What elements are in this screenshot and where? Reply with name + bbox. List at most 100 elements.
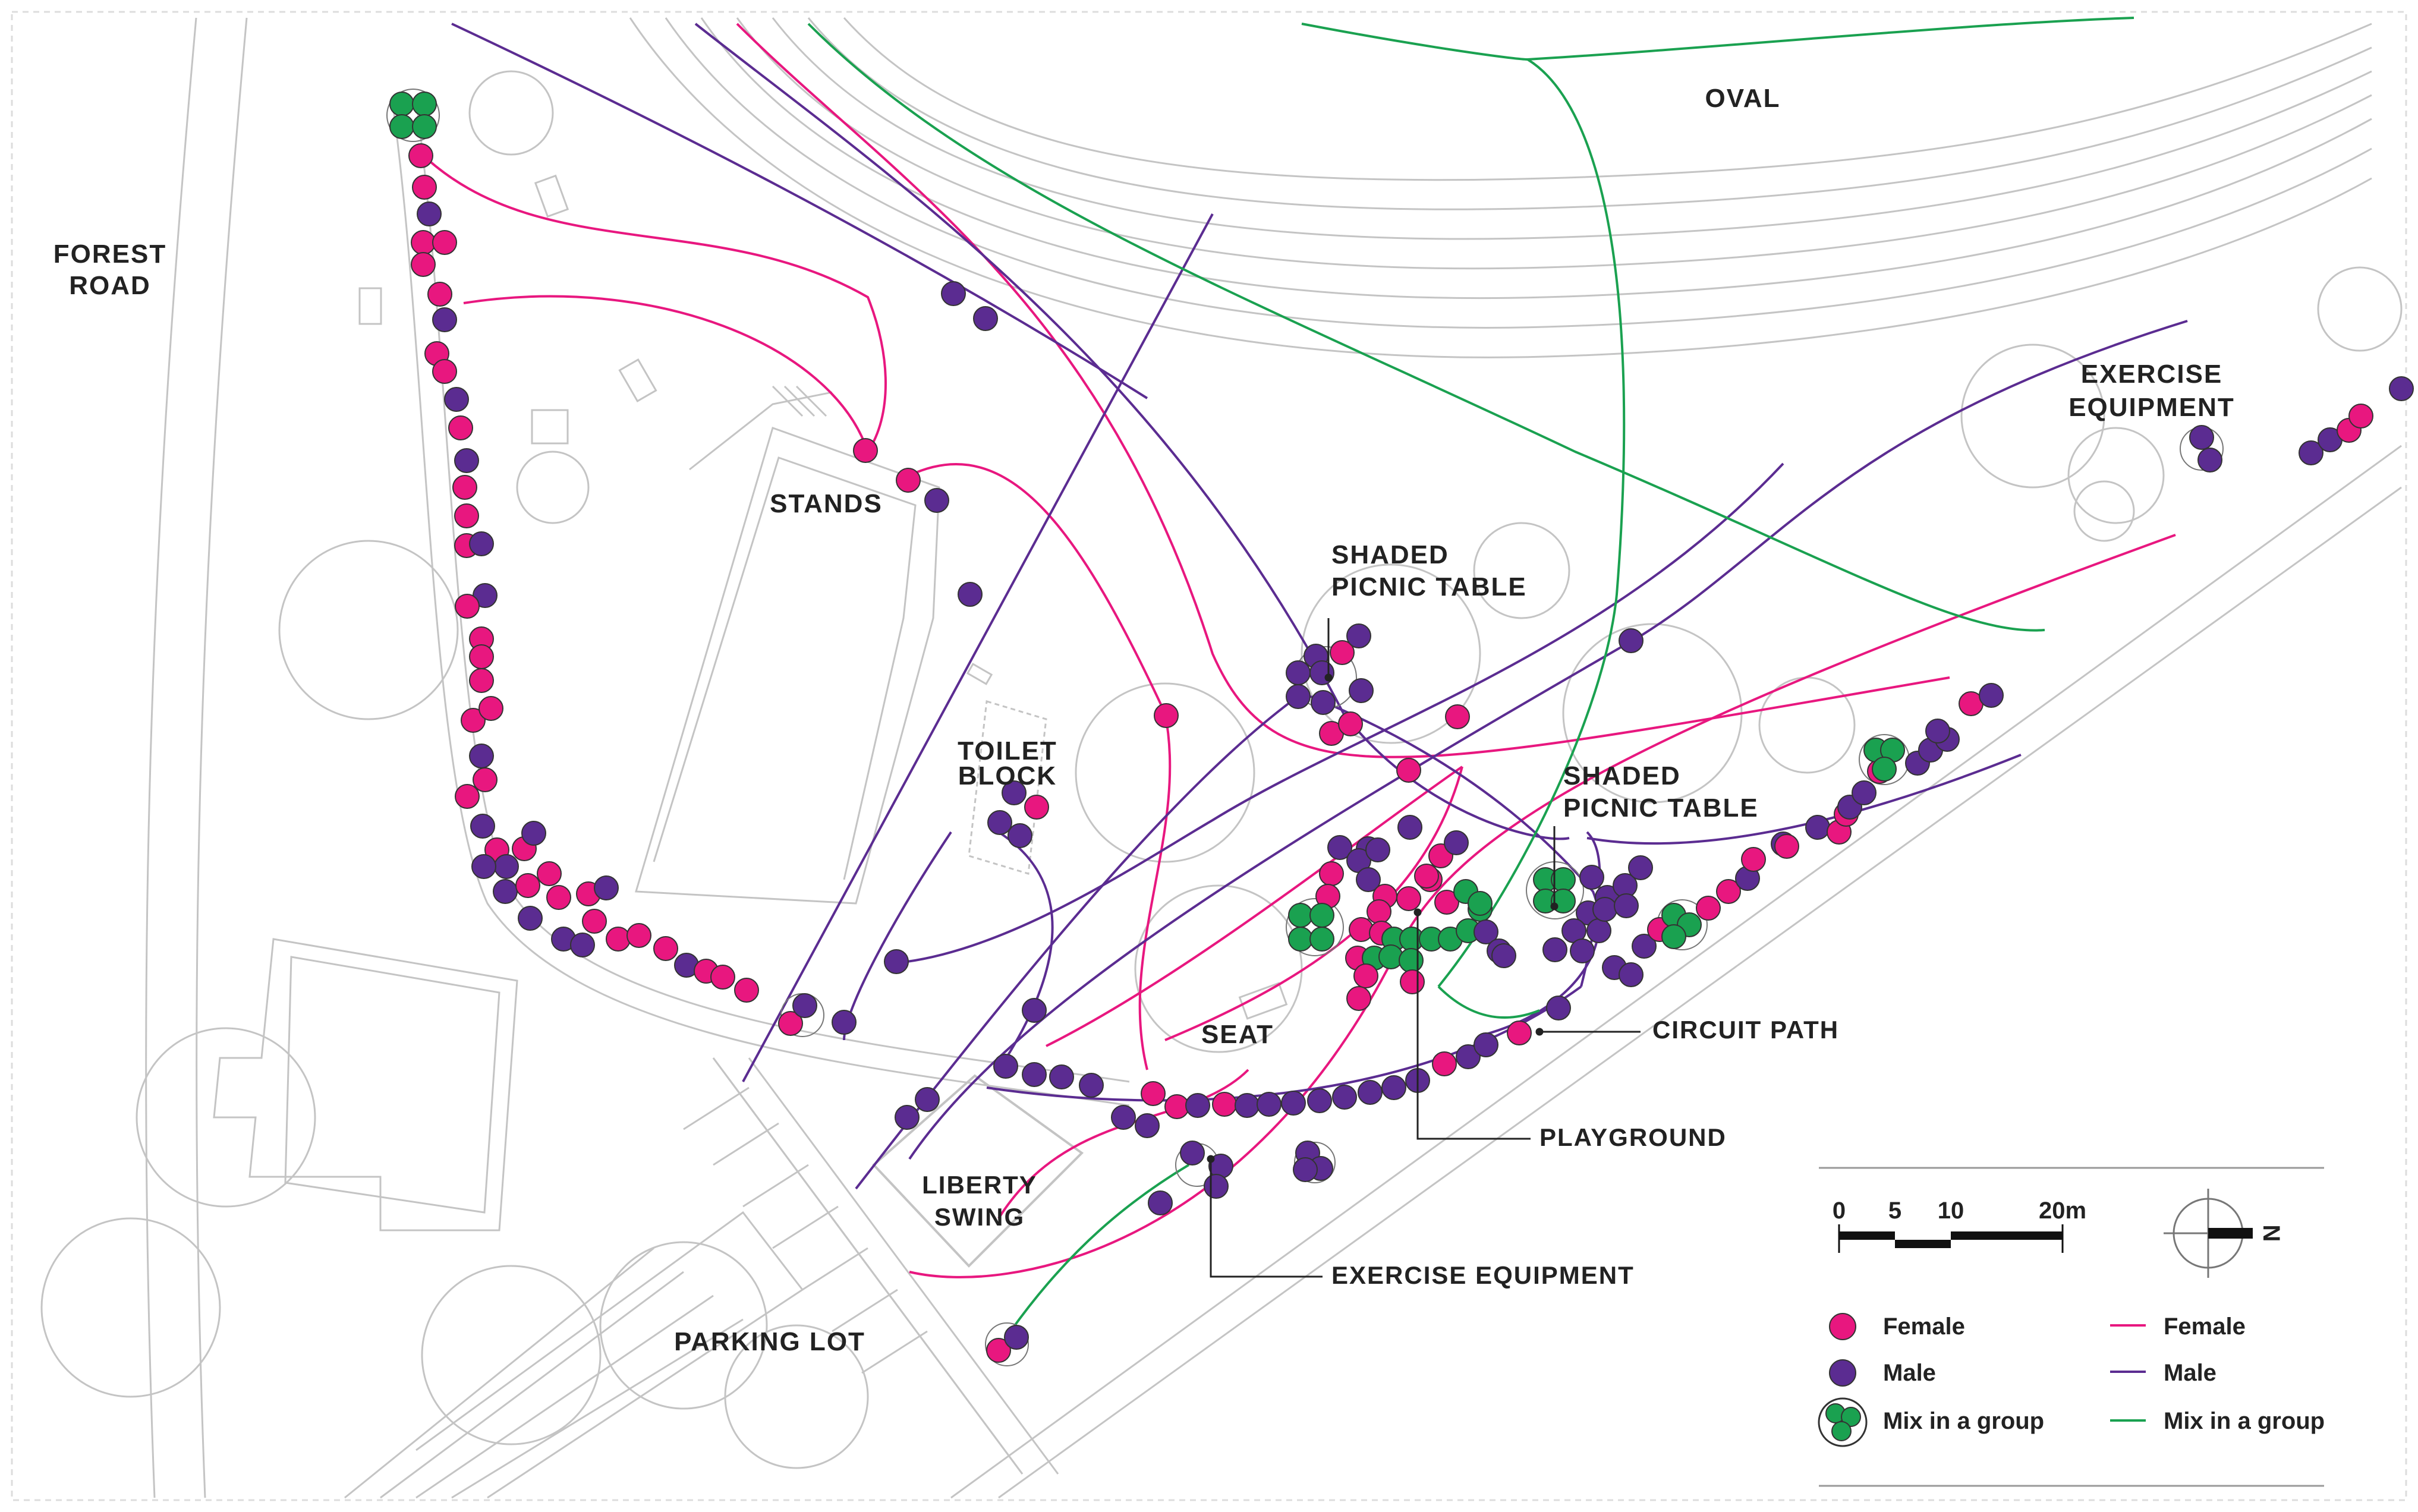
female-point-201 <box>2348 404 2373 429</box>
female-point-49 <box>734 978 759 1003</box>
scale-tick-0: 0 <box>1833 1198 1846 1224</box>
legend-point-female: Female <box>1883 1313 1965 1340</box>
mix-point-148 <box>1399 948 1424 973</box>
male-point-202 <box>2389 376 2414 401</box>
male-point-29 <box>494 854 519 879</box>
male-point-195 <box>1925 719 1950 744</box>
place-labels: FOREST ROAD OVAL STANDS SHADED PICNIC TA… <box>53 84 2235 1356</box>
male-point-34 <box>493 879 518 904</box>
male-point-24 <box>469 744 494 768</box>
male-point-86 <box>884 949 909 974</box>
male-point-152 <box>1491 943 1516 968</box>
label-forest-road-2: ROAD <box>69 271 151 300</box>
female-point-115 <box>1319 861 1344 886</box>
male-point-51 <box>792 993 817 1018</box>
female-point-45 <box>653 936 678 961</box>
female-point-109 <box>1154 703 1179 728</box>
legend-line-male: Male <box>2164 1360 2216 1386</box>
male-point-113 <box>1327 835 1352 860</box>
female-point-50 <box>778 1011 803 1036</box>
male-point-68 <box>1358 1080 1383 1105</box>
female-point-126 <box>1414 864 1439 889</box>
male-point-99 <box>1286 660 1311 685</box>
male-point-69 <box>1381 1075 1406 1100</box>
male-point-119 <box>1397 815 1422 840</box>
male-point-88 <box>1004 1325 1029 1350</box>
mix-point-206 <box>412 114 437 139</box>
legend-mix-icon <box>1818 1397 1868 1447</box>
legend: Female Male Mix in a group Female Male M… <box>1818 1313 2325 1487</box>
female-point-18 <box>455 594 480 619</box>
mix-point-131 <box>1288 927 1313 952</box>
male-point-7 <box>432 307 457 332</box>
label-toilet-block: TOILET <box>958 736 1057 766</box>
male-point-76 <box>1180 1141 1205 1166</box>
label-parking-lot: PARKING LOT <box>674 1327 865 1356</box>
group-ring-9 <box>1294 1142 1336 1183</box>
legend-point-male: Male <box>1883 1360 1936 1386</box>
male-point-198 <box>2299 440 2323 465</box>
scale-tick-5: 5 <box>1888 1198 1901 1224</box>
female-point-36 <box>546 885 571 910</box>
legend-point-mix: Mix in a group <box>1883 1408 2044 1434</box>
female-point-5 <box>411 252 436 277</box>
female-point-32 <box>537 861 562 886</box>
label-toilet-block-2: BLOCK <box>958 761 1057 790</box>
male-point-27 <box>470 814 495 839</box>
male-point-10 <box>444 387 469 412</box>
mix-point-129 <box>1288 903 1313 928</box>
female-point-71 <box>1432 1051 1457 1076</box>
female-point-26 <box>455 784 480 809</box>
male-point-67 <box>1332 1085 1357 1110</box>
mix-point-203 <box>389 92 414 116</box>
observation-points <box>386 89 2414 1366</box>
male-point-39 <box>594 875 619 900</box>
female-point-151 <box>1400 969 1425 994</box>
female-point-43 <box>606 927 631 952</box>
base-map <box>11 11 2407 1501</box>
male-point-196 <box>2189 425 2214 450</box>
male-point-64 <box>1257 1092 1282 1117</box>
male-point-157 <box>1579 865 1604 890</box>
label-exercise-equipment-2: EXERCISE EQUIPMENT <box>1331 1261 1635 1289</box>
female-point-21 <box>469 668 494 693</box>
male-point-185 <box>1852 780 1877 805</box>
male-point-112 <box>1619 628 1644 653</box>
female-point-89 <box>1024 795 1049 820</box>
female-point-13 <box>452 475 477 500</box>
mix-point-142 <box>1468 891 1493 916</box>
male-point-164 <box>1542 937 1567 962</box>
male-point-72 <box>1456 1044 1481 1069</box>
female-point-150 <box>1346 986 1371 1011</box>
male-point-97 <box>941 281 966 306</box>
label-liberty-swing: LIBERTY <box>922 1171 1037 1199</box>
female-point-48 <box>710 965 735 990</box>
label-playground: PLAYGROUND <box>1539 1123 1727 1151</box>
female-point-23 <box>478 696 503 721</box>
group-ring-1 <box>1286 898 1344 956</box>
female-point-4 <box>432 230 457 255</box>
female-point-125 <box>1396 886 1421 911</box>
female-point-22 <box>461 708 486 733</box>
male-point-102 <box>1346 623 1371 648</box>
male-point-194 <box>1979 683 2004 708</box>
scale-tick-20m: 20m <box>2039 1198 2086 1224</box>
female-point-0 <box>408 143 433 168</box>
female-point-25 <box>473 767 498 792</box>
male-point-92 <box>1008 823 1032 848</box>
male-point-33 <box>471 854 496 879</box>
male-point-98 <box>973 306 998 331</box>
label-exercise-equipment-1b: EQUIPMENT <box>2068 393 2235 422</box>
north-arrow: N <box>2164 1189 2284 1278</box>
male-point-66 <box>1307 1088 1332 1113</box>
label-shaded-picnic-1b: PICNIC TABLE <box>1331 572 1527 601</box>
label-shaded-picnic-2b: PICNIC TABLE <box>1563 793 1759 823</box>
male-point-181 <box>1805 815 1830 840</box>
path-lines-mix <box>807 17 2134 1333</box>
male-point-82 <box>1148 1190 1173 1215</box>
male-point-65 <box>1281 1091 1306 1116</box>
male-point-118 <box>1365 837 1390 862</box>
path-lines-female <box>415 23 2176 1278</box>
male-point-61 <box>1185 1093 1210 1118</box>
mix-point-130 <box>1309 903 1334 928</box>
